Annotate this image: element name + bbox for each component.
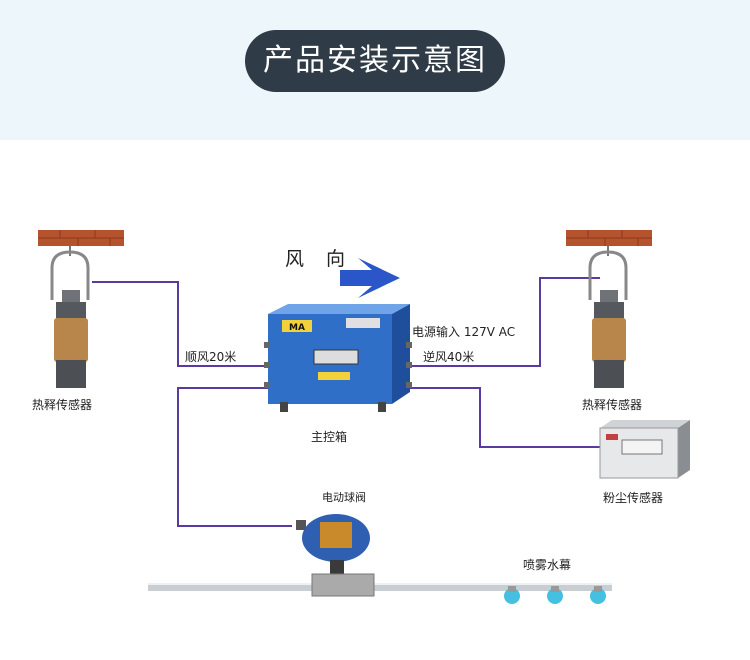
left-mount-brick: [38, 230, 124, 246]
upwind-distance-label: 逆风40米: [423, 350, 475, 364]
right-heat-sensor: [588, 246, 628, 388]
control-box: [264, 304, 412, 412]
right-mount-brick: [566, 230, 652, 246]
right-sensor-label: 热释传感器: [582, 398, 643, 412]
wiring: [92, 277, 600, 527]
downwind-distance-label: 顺风20米: [185, 350, 237, 364]
water-curtain-label: 喷雾水幕: [523, 558, 572, 572]
dust-sensor-label: 粉尘传感器: [603, 491, 664, 505]
electric-ball-valve: [296, 514, 375, 597]
left-heat-sensor: [50, 246, 90, 388]
wind-direction-label: 风 向: [285, 248, 354, 270]
wind-arrow: [340, 258, 400, 298]
page-title: 产品安装示意图: [245, 30, 505, 92]
left-sensor-label: 热释传感器: [32, 398, 93, 412]
control-box-label: 主控箱: [311, 430, 348, 444]
control-box-badge: MA: [289, 323, 305, 333]
spray-nozzles: [504, 586, 606, 604]
dust-sensor-device: [599, 420, 690, 479]
water-pipe: [148, 583, 612, 591]
valve-label: 电动球阀: [322, 491, 366, 504]
power-input-label: 电源输入 127V AC: [412, 325, 516, 339]
